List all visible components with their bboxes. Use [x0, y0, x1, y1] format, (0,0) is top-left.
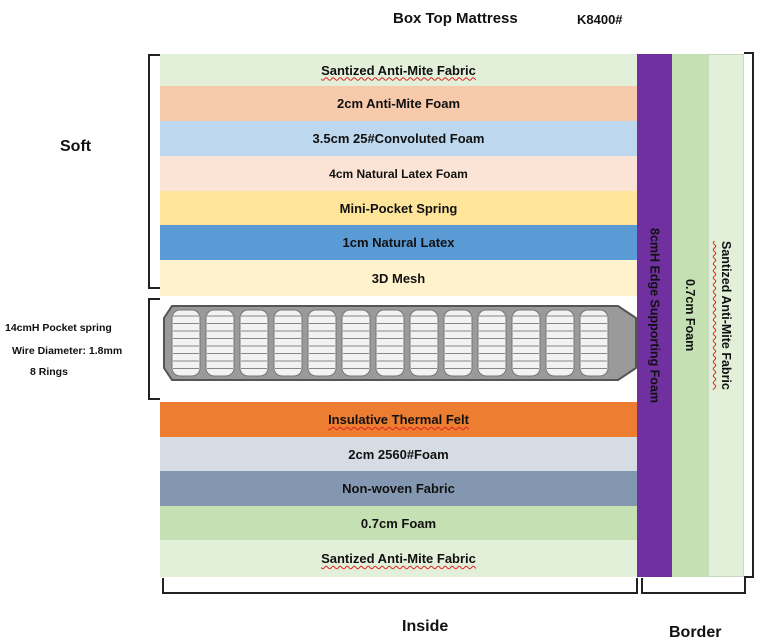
- spring-spec-wire: Wire Diameter: 1.8mm: [12, 345, 123, 357]
- layer-label: 4cm Natural Latex Foam: [329, 166, 468, 181]
- pocket-spring-area: [160, 296, 637, 402]
- spring-coil: [307, 309, 337, 377]
- border-fabric: Santized Anti-Mite Fabric: [708, 54, 744, 577]
- layer-bottom-fabric: Santized Anti-Mite Fabric: [160, 540, 637, 577]
- layer-label: 3D Mesh: [371, 270, 426, 286]
- model-number: K8400#: [577, 12, 623, 27]
- layer-label: 0.7cm Foam: [360, 515, 437, 531]
- layer-2560-foam: 2cm 2560#Foam: [160, 437, 637, 471]
- spring-coil: [511, 309, 541, 377]
- layer-3d-mesh: 3D Mesh: [160, 260, 637, 296]
- spring-coil: [375, 309, 405, 377]
- layer-mini-pocket-spring: Mini-Pocket Spring: [160, 191, 637, 225]
- soft-label: Soft: [60, 138, 92, 155]
- layer-latex-foam: 4cm Natural Latex Foam: [160, 156, 637, 191]
- inside-bracket: [162, 578, 638, 594]
- page-title: Box Top Mattress: [393, 10, 518, 27]
- inside-label: Inside: [402, 618, 449, 635]
- spring-bracket: [148, 298, 160, 400]
- border-right-bracket: [744, 52, 754, 578]
- layer-natural-latex: 1cm Natural Latex: [160, 225, 637, 260]
- layer-bottom-foam: 0.7cm Foam: [160, 506, 637, 540]
- spring-coil: [341, 309, 371, 377]
- border-foam-label: 0.7cm Foam: [683, 279, 697, 352]
- layer-label: Non-woven Fabric: [342, 481, 455, 496]
- layer-top-fabric: Santized Anti-Mite Fabric: [160, 54, 637, 86]
- layer-label: 2cm 2560#Foam: [348, 446, 449, 462]
- spring-coil: [409, 309, 439, 377]
- spring-coil: [205, 309, 235, 377]
- spring-coil: [477, 309, 507, 377]
- layer-non-woven: Non-woven Fabric: [160, 471, 637, 506]
- spring-coil: [239, 309, 269, 377]
- border-fabric-label: Santized Anti-Mite Fabric: [719, 241, 733, 390]
- layer-label: Santized Anti-Mite Fabric: [321, 551, 476, 566]
- pocket-spring-illustration: [163, 305, 637, 381]
- border-edge-foam: 8cmH Edge Supporting Foam: [637, 54, 672, 577]
- layer-label: Santized Anti-Mite Fabric: [321, 62, 476, 78]
- spring-coil: [171, 309, 201, 377]
- border-bracket: [641, 578, 746, 594]
- spring-coil: [545, 309, 575, 377]
- layer-label: 3.5cm 25#Convoluted Foam: [312, 131, 485, 146]
- spring-coil: [273, 309, 303, 377]
- layer-convoluted-foam: 3.5cm 25#Convoluted Foam: [160, 121, 637, 156]
- border-foam: 0.7cm Foam: [672, 54, 708, 577]
- soft-bracket: [148, 54, 160, 289]
- layer-label: 2cm Anti-Mite Foam: [336, 96, 461, 111]
- spring-coil: [579, 309, 609, 377]
- layer-thermal-felt: Insulative Thermal Felt: [160, 402, 637, 437]
- layer-label: Insulative Thermal Felt: [328, 412, 469, 427]
- spring-spec-rings: 8 Rings: [30, 366, 68, 378]
- border-label: Border: [669, 624, 722, 641]
- layer-label: Mini-Pocket Spring: [339, 200, 458, 216]
- layer-anti-mite-foam: 2cm Anti-Mite Foam: [160, 86, 637, 121]
- spring-spec-height: 14cmH Pocket spring: [5, 322, 112, 334]
- layer-label: 1cm Natural Latex: [342, 235, 455, 250]
- border-edge-foam-label: 8cmH Edge Supporting Foam: [647, 227, 662, 403]
- spring-coil: [443, 309, 473, 377]
